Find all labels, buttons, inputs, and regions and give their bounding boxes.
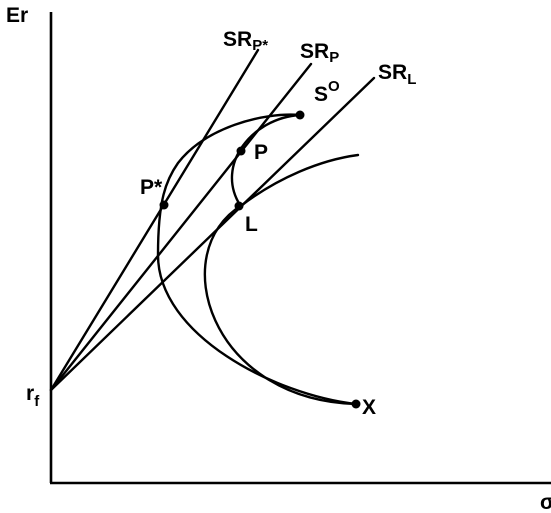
so-curve <box>156 113 358 406</box>
point-p-label: P <box>254 141 268 164</box>
so-curve-label: SO <box>314 78 340 106</box>
point-pstar-label: P* <box>140 176 163 199</box>
y-axis-label: Er <box>6 4 28 27</box>
risk-free-label: rf <box>26 382 40 410</box>
efficient-frontier-curve <box>203 153 360 406</box>
point-p-dot <box>236 146 246 156</box>
sr-p-line <box>49 62 313 392</box>
sr-l-label: SRL <box>378 61 416 88</box>
point-l-label: L <box>245 213 258 236</box>
sr-pstar-label: SRP* <box>223 28 268 54</box>
x-axis-label: σ <box>540 491 551 513</box>
point-x-dot <box>351 399 361 409</box>
sr-pstar-line <box>49 48 260 392</box>
sr-l-line <box>49 76 376 392</box>
point-x-label: X <box>362 396 376 419</box>
point-pstar-dot <box>159 200 169 210</box>
sr-p-label: SRP <box>300 40 339 66</box>
so-endpoint-dot <box>295 110 305 120</box>
point-l-dot <box>234 201 244 211</box>
